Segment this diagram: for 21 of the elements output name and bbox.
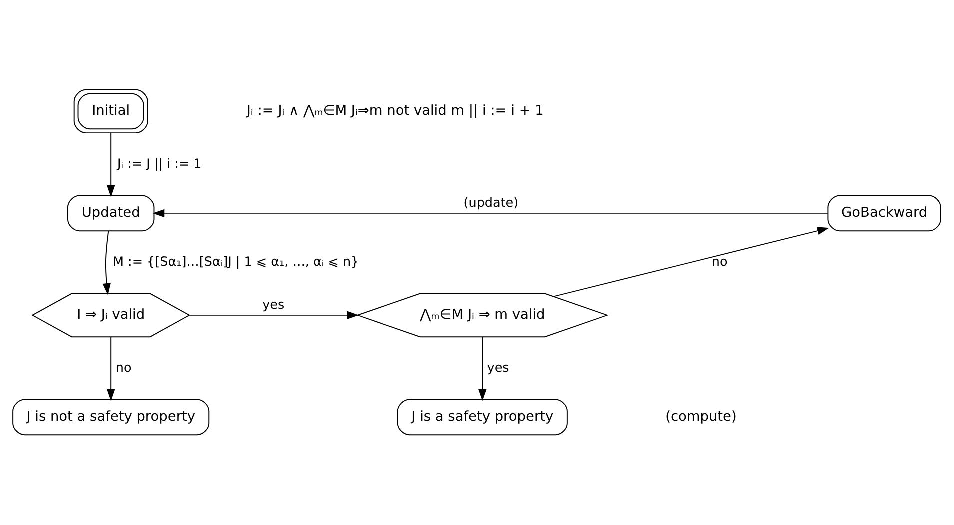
- arrow: [106, 336, 116, 402]
- label: (compute): [666, 409, 737, 426]
- arrow: [102, 230, 111, 296]
- label: Jᵢ := Jᵢ ∧ ⋀ₘ∈M Jᵢ⇒m not valid m || i := i + 1: [246, 103, 544, 120]
- node-box: Initial: [74, 89, 148, 134]
- node-box: Updated: [67, 195, 155, 232]
- node-box: J is a safety property: [397, 399, 568, 436]
- arrow: [106, 132, 116, 198]
- node-box: GoBackward: [828, 195, 942, 232]
- arrow: [152, 209, 828, 218]
- arrow: [478, 336, 487, 402]
- edge-label: no: [116, 360, 132, 376]
- edge-label: yes: [262, 298, 285, 313]
- edge-label: (update): [464, 196, 519, 211]
- arrow: [554, 227, 830, 298]
- node-box: J is not a safety property: [12, 399, 210, 436]
- edge-label: M := {[Sα₁]…[Sαᵢ]J | 1 ⩽ α₁, …, αᵢ ⩽ n}: [113, 254, 360, 270]
- arrow: [189, 311, 360, 320]
- edge-label: yes: [487, 360, 510, 376]
- edge-label: Jᵢ := J || i := 1: [118, 156, 202, 172]
- edge-label: no: [712, 254, 728, 270]
